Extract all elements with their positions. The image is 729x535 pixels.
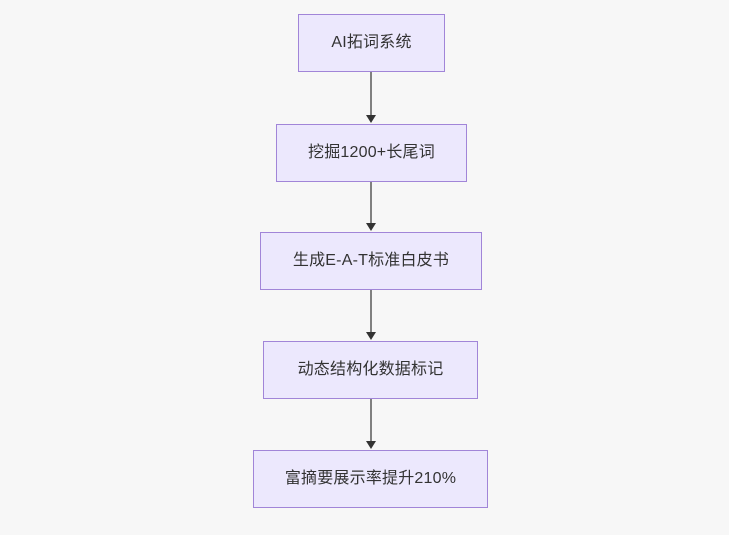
flow-edge-4-5-line bbox=[370, 399, 372, 442]
flow-edge-1-2-line bbox=[370, 72, 372, 116]
flow-edge-3-4-line bbox=[370, 290, 372, 333]
flow-node-4-label: 动态结构化数据标记 bbox=[297, 361, 444, 379]
flow-edge-3-4-arrowhead-icon bbox=[366, 332, 376, 340]
flow-node-5-label: 富摘要展示率提升210% bbox=[284, 470, 457, 488]
flow-edge-2-3-arrowhead-icon bbox=[366, 223, 376, 231]
flow-node-3[interactable]: 生成E-A-T标准白皮书 bbox=[260, 232, 482, 290]
flow-node-2[interactable]: 挖掘1200+长尾词 bbox=[276, 124, 467, 182]
flow-node-5[interactable]: 富摘要展示率提升210% bbox=[253, 450, 488, 508]
flow-node-3-label: 生成E-A-T标准白皮书 bbox=[292, 252, 450, 270]
flow-node-1[interactable]: AI拓词系统 bbox=[298, 14, 445, 72]
flow-edge-2-3-line bbox=[370, 182, 372, 224]
flow-edge-1-2-arrowhead-icon bbox=[366, 115, 376, 123]
flow-node-4[interactable]: 动态结构化数据标记 bbox=[263, 341, 478, 399]
flow-edge-4-5-arrowhead-icon bbox=[366, 441, 376, 449]
flow-node-1-label: AI拓词系统 bbox=[331, 34, 412, 52]
flow-node-2-label: 挖掘1200+长尾词 bbox=[308, 144, 435, 162]
